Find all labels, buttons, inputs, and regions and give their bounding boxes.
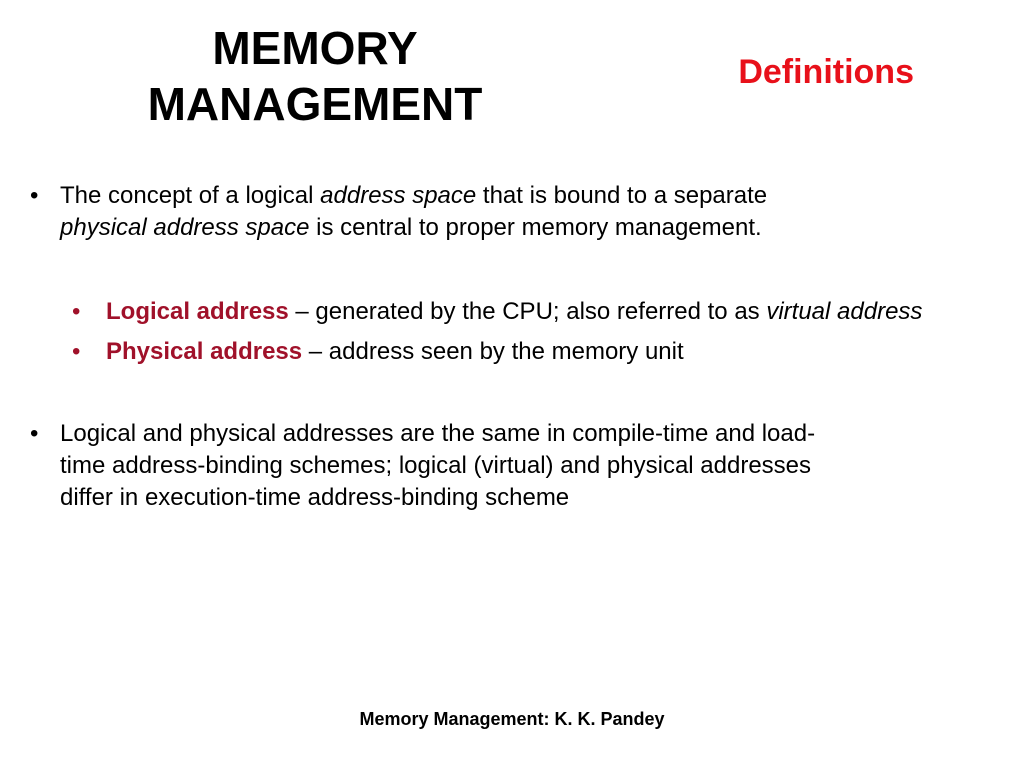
sub-bullet-emphasis: virtual address	[766, 298, 923, 325]
bullet-marker: •	[30, 420, 39, 447]
sub-bullet-text: – address seen by the memory unit	[302, 338, 684, 365]
bullet-line-1: Logical and physical addresses are the s…	[60, 420, 816, 447]
slide-title-line-1: MEMORY	[212, 22, 418, 74]
bullet-text: that is bound to a separate	[476, 182, 768, 209]
sub-bullet-logical-address: • Logical address – generated by the CPU…	[22, 296, 982, 328]
spacer	[22, 244, 982, 296]
bullet-marker: •	[30, 182, 39, 209]
term-physical-address: Physical address	[106, 338, 303, 365]
bullet-emphasis: address space	[320, 182, 477, 209]
spacer	[22, 328, 982, 336]
slide-title: MEMORY MANAGEMENT	[80, 20, 550, 132]
sub-bullet-marker: •	[72, 298, 81, 325]
bullet-text: is central to proper memory management.	[309, 214, 762, 241]
sub-bullet-text: – generated by the CPU; also referred to…	[288, 298, 767, 325]
slide-title-line-2: MANAGEMENT	[147, 78, 483, 130]
bullet-emphasis: physical address space	[60, 214, 310, 241]
bullet-address-binding: • Logical and physical addresses are the…	[22, 418, 982, 514]
bullet-line-2: time address-binding schemes; logical (v…	[60, 452, 812, 479]
sub-bullet-marker: •	[72, 338, 81, 365]
term-logical-address: Logical address	[106, 298, 289, 325]
spacer	[22, 368, 982, 418]
bullet-line-3: differ in execution-time address-binding…	[60, 484, 570, 511]
bullet-address-space: • The concept of a logical address space…	[22, 180, 982, 244]
sub-bullet-physical-address: • Physical address – address seen by the…	[22, 336, 982, 368]
bullet-text: The concept of a logical	[60, 182, 321, 209]
slide-subtitle: Definitions	[738, 53, 914, 91]
slide-body: • The concept of a logical address space…	[22, 180, 982, 514]
slide-footer: Memory Management: K. K. Pandey	[359, 709, 665, 729]
